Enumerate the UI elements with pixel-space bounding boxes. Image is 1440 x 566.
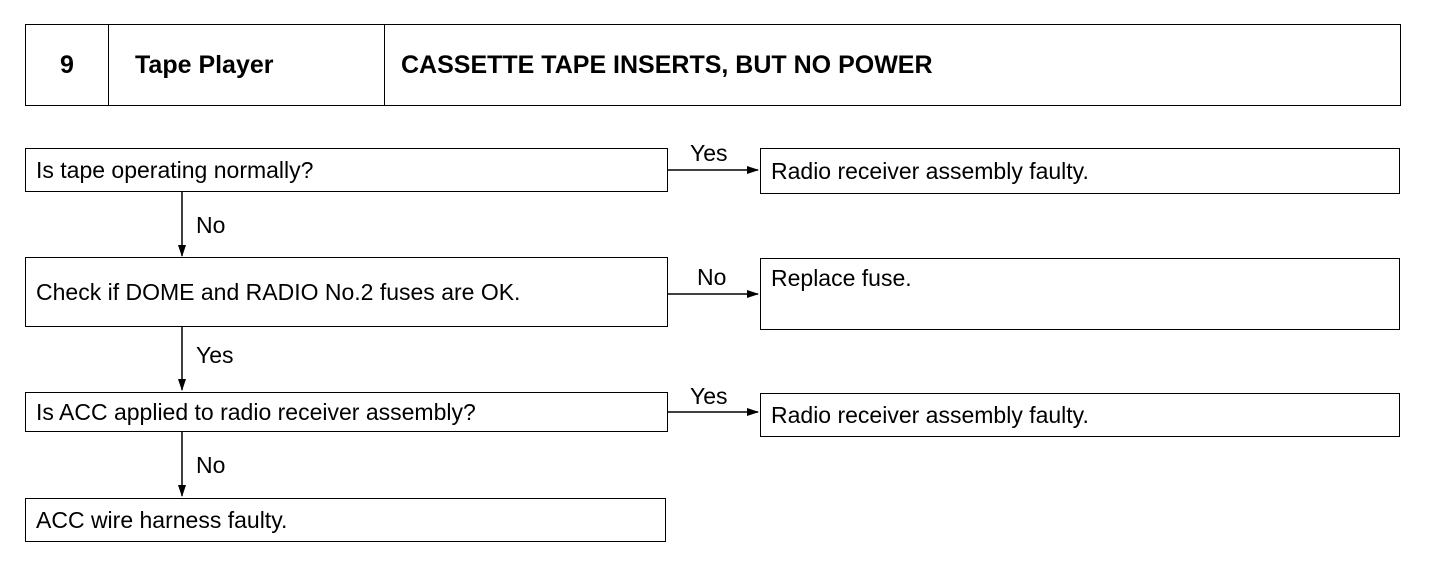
q1-no-label: No bbox=[196, 212, 226, 238]
category-label: Tape Player bbox=[109, 25, 385, 105]
result-box-replace-fuse: Replace fuse. bbox=[760, 258, 1400, 330]
header-table: 9 Tape Player CASSETTE TAPE INSERTS, BUT… bbox=[25, 24, 1401, 106]
result-box-receiver-faulty-1: Radio receiver assembly faulty. bbox=[760, 148, 1400, 194]
question-box-acc-applied: Is ACC applied to radio receiver assembl… bbox=[25, 392, 668, 432]
q3-yes-label: Yes bbox=[690, 383, 728, 409]
step-number: 9 bbox=[26, 25, 109, 105]
result-box-receiver-faulty-2: Radio receiver assembly faulty. bbox=[760, 393, 1400, 437]
q2-yes-label: Yes bbox=[196, 342, 234, 368]
q2-no-label: No bbox=[697, 264, 727, 290]
question-box-tape-operating: Is tape operating normally? bbox=[25, 148, 668, 192]
problem-title: CASSETTE TAPE INSERTS, BUT NO POWER bbox=[401, 50, 933, 79]
q3-no-label: No bbox=[196, 452, 226, 478]
result-box-acc-harness-faulty: ACC wire harness faulty. bbox=[25, 498, 666, 542]
q1-yes-label: Yes bbox=[690, 140, 728, 166]
question-box-check-fuses: Check if DOME and RADIO No.2 fuses are O… bbox=[25, 257, 668, 327]
